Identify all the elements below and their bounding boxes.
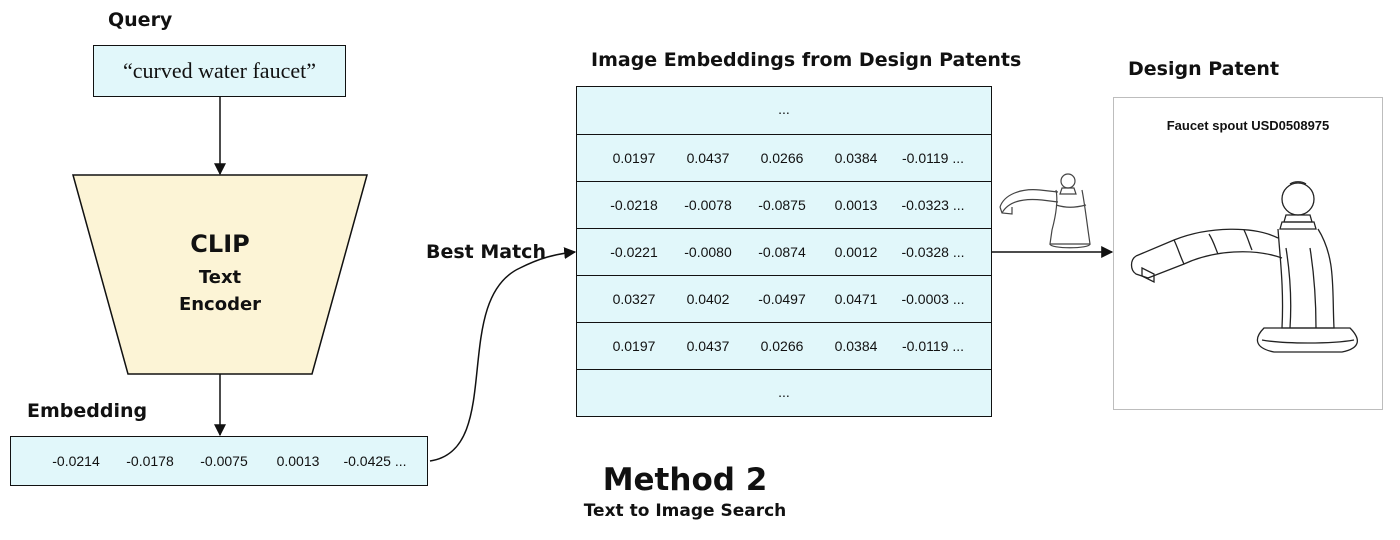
patent-caption: Faucet spout USD0508975 (1166, 118, 1330, 133)
table-row: ... (577, 369, 991, 416)
table-row: 0.0197 0.0437 0.0266 0.0384 -0.0119 ... (577, 322, 991, 369)
table-cell: -0.0497 (758, 291, 806, 307)
table-ellipsis-top: ... (778, 101, 790, 117)
embedding-heading: Embedding (27, 400, 148, 422)
image-embeddings-table: ... 0.0197 0.0437 0.0266 0.0384 -0.0119 … (576, 86, 992, 417)
table-ellipsis-bottom: ... (778, 384, 790, 400)
table-row: -0.0218 -0.0078 -0.0875 0.0013 -0.0323 .… (577, 181, 991, 228)
embedding-value: -0.0178 (126, 453, 174, 469)
table-row: 0.0327 0.0402 -0.0497 0.0471 -0.0003 ... (577, 275, 991, 322)
clip-encoder-shape (72, 174, 368, 375)
table-cell: -0.0218 (610, 197, 658, 213)
table-cell: 0.0437 (686, 338, 730, 354)
table-cell: 0.0437 (686, 150, 730, 166)
best-match-label: Best Match (426, 241, 546, 263)
clip-encoder-label: CLIP Text Encoder (120, 230, 320, 318)
table-cell: 0.0197 (612, 150, 656, 166)
table-row: ... (577, 87, 991, 134)
encoder-line-2: Text (198, 267, 242, 288)
table-cell: 0.0197 (612, 338, 656, 354)
encoder-line-3: Encoder (178, 294, 262, 315)
table-cell: -0.0328 ... (901, 244, 965, 260)
method-subtitle: Text to Image Search (583, 501, 787, 521)
table-cell: -0.0875 (758, 197, 806, 213)
table-cell: 0.0471 (834, 291, 878, 307)
table-cell: -0.0078 (684, 197, 732, 213)
embedding-value: -0.0075 (200, 453, 248, 469)
faucet-patent-drawing (1130, 181, 1358, 353)
embedding-value: -0.0214 (52, 453, 100, 469)
encoder-name: CLIP (190, 230, 250, 258)
patent-heading: Design Patent (1128, 58, 1280, 80)
embedding-value: 0.0013 (276, 453, 320, 469)
table-cell: 0.0266 (760, 150, 804, 166)
table-cell: -0.0080 (684, 244, 732, 260)
embedding-values-row: -0.0214 -0.0178 -0.0075 0.0013 -0.0425 .… (11, 437, 427, 485)
table-row: 0.0197 0.0437 0.0266 0.0384 -0.0119 ... (577, 134, 991, 181)
best-match-arrow (429, 247, 577, 462)
table-cell: 0.0327 (612, 291, 656, 307)
query-box: “curved water faucet” (93, 45, 346, 97)
table-cell: -0.0119 ... (901, 338, 964, 354)
query-text: “curved water faucet” (123, 58, 316, 83)
table-heading: Image Embeddings from Design Patents (591, 49, 1022, 71)
table-cell: -0.0874 (758, 244, 806, 260)
table-cell: -0.0119 ... (901, 150, 964, 166)
embedding-value: -0.0425 ... (343, 453, 407, 469)
table-cell: 0.0012 (834, 244, 878, 260)
table-cell: -0.0221 (610, 244, 658, 260)
query-embedding-box: -0.0214 -0.0178 -0.0075 0.0013 -0.0425 .… (10, 436, 428, 486)
faucet-thumbnail-image (999, 173, 1091, 249)
table-row-best-match: -0.0221 -0.0080 -0.0874 0.0012 -0.0328 .… (577, 228, 991, 275)
query-heading: Query (108, 9, 173, 31)
method-title: Method 2 (602, 462, 768, 498)
table-cell: 0.0013 (834, 197, 878, 213)
table-cell: 0.0402 (686, 291, 730, 307)
table-cell: 0.0266 (760, 338, 804, 354)
table-cell: -0.0323 ... (901, 197, 965, 213)
table-cell: -0.0003 ... (901, 291, 965, 307)
table-cell: 0.0384 (834, 338, 878, 354)
design-patent-frame: Faucet spout USD0508975 (1113, 97, 1383, 410)
table-cell: 0.0384 (834, 150, 878, 166)
